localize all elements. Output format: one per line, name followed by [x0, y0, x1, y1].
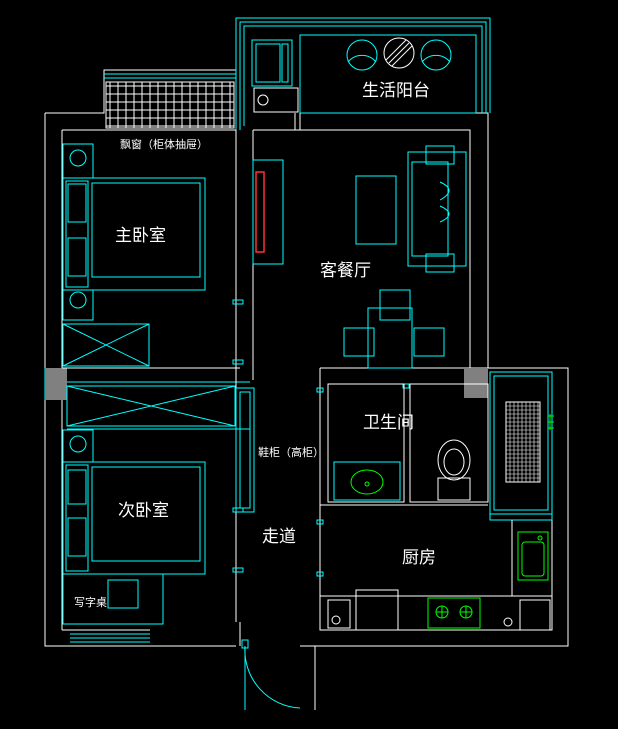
label-kitchen: 厨房	[402, 548, 436, 568]
round-table-icon	[383, 37, 415, 69]
window-strips	[44, 73, 236, 643]
balcony-outline	[235, 17, 491, 130]
label-corridor: 走道	[262, 527, 296, 547]
label-desk: 写字桌	[74, 595, 107, 609]
label-living-dining: 客餐厅	[320, 261, 371, 281]
label-second-bedroom: 次卧室	[118, 501, 169, 521]
tv-icon	[255, 171, 265, 253]
door-openings	[232, 299, 410, 577]
second-bed-icon	[62, 429, 206, 625]
bathroom-walls	[320, 383, 489, 506]
label-bay-window: 飘窗（柜体抽屉）	[120, 137, 208, 151]
sofa-icon	[407, 145, 467, 273]
washing-machine-icon	[251, 39, 293, 87]
entrance-door	[241, 639, 301, 710]
shower-head-icon	[548, 414, 554, 430]
dining-table	[343, 289, 445, 369]
toilet-icon	[437, 439, 471, 501]
master-wardrobe	[62, 323, 150, 367]
label-shoe-cabinet: 鞋柜（高柜）	[258, 445, 324, 459]
kitchen-sink-icon	[517, 531, 549, 581]
bed-icon	[62, 143, 206, 321]
wash-basin	[350, 469, 384, 495]
tv-cabinet	[252, 159, 284, 265]
column-east	[464, 368, 488, 398]
bay-window-lattice	[105, 81, 235, 129]
stove-icon	[427, 597, 481, 629]
kitchen-counter	[320, 520, 552, 631]
column-west	[45, 368, 67, 400]
sink-icon	[333, 461, 401, 501]
coffee-table	[355, 175, 397, 245]
bedroom-wardrobe	[66, 381, 250, 430]
armchair-icon	[346, 39, 452, 71]
shower-tray	[489, 371, 553, 521]
label-balcony: 生活阳台	[362, 81, 430, 101]
shower-drain-grid	[505, 401, 541, 483]
label-master-bedroom: 主卧室	[115, 226, 166, 246]
balcony-cabinet	[253, 87, 301, 130]
label-bathroom: 卫生间	[363, 413, 414, 433]
